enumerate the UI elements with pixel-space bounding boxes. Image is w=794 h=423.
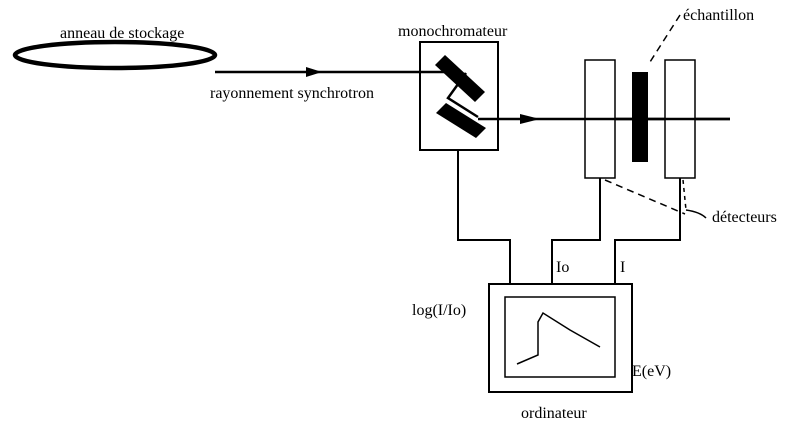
wire-detector-io [551,178,601,285]
i-label: I [620,259,625,276]
detectors-pointer-2 [682,179,687,211]
beam-arrow-2 [520,114,540,124]
storage-ring [12,39,218,71]
beam-label: rayonnement synchrotron [210,85,374,102]
sample-pointer [649,14,681,63]
wire-detector-i [614,178,681,285]
wire-monochromator [457,150,511,285]
computer-label: ordinateur [521,405,587,422]
storage-ring-label: anneau de stockage [60,25,184,42]
io-label: Io [556,259,569,276]
xaxis-label: E(eV) [632,363,671,380]
monochromator-label: monochromateur [398,23,508,40]
monochromator-box [419,41,499,151]
detectors-label: détecteurs [712,209,777,226]
mono-crystal-1 [435,55,485,102]
yaxis-label: log(I/Io) [412,302,466,319]
beam-arrow-1 [306,67,322,77]
sample-label: échantillon [683,7,754,24]
mono-crystal-2 [436,103,486,138]
mono-internal-beam [446,72,479,119]
detectors-pointer-1 [604,179,686,215]
sample-overlay [632,72,648,162]
detectors-pointer-hook [685,209,707,219]
absorption-curve [516,311,601,365]
computer-screen [504,296,616,378]
